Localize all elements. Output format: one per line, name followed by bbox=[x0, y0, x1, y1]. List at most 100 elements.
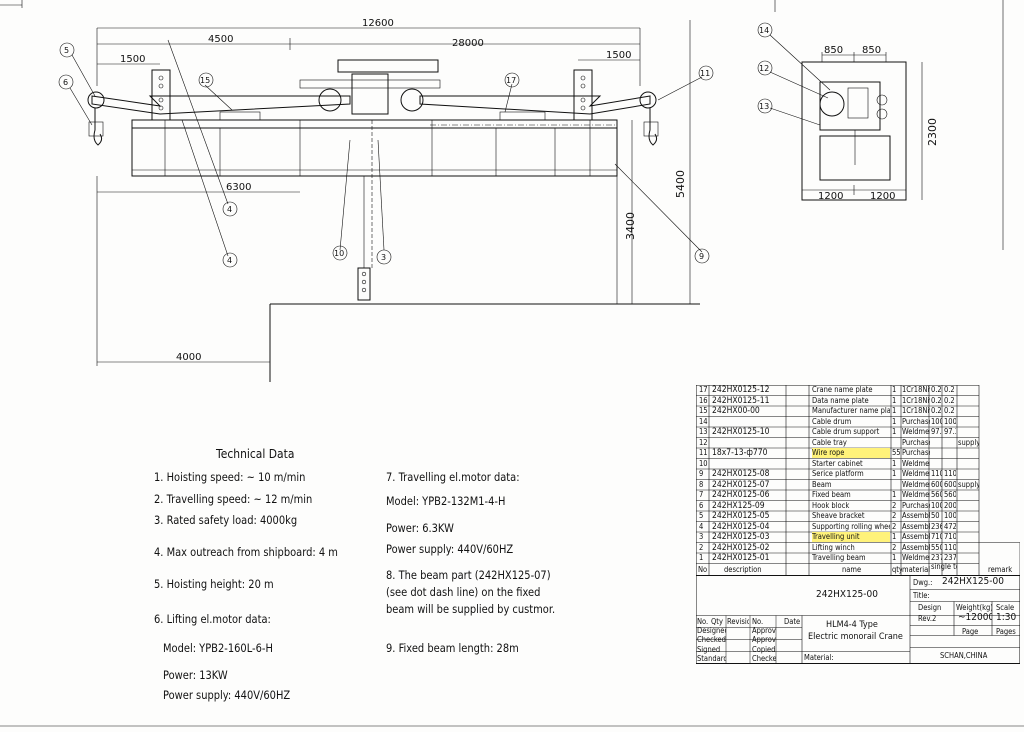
design-label: Design bbox=[918, 602, 942, 612]
balloon-6: 6 bbox=[58, 74, 74, 90]
balloon-3: 3 bbox=[376, 249, 392, 265]
bom-name: Serice platform bbox=[812, 469, 864, 478]
balloon-14: 14 bbox=[757, 22, 773, 38]
dim-850-a: 850 bbox=[824, 45, 843, 56]
dim-850-b: 850 bbox=[862, 45, 881, 56]
bom-code: 242HX0125-11 bbox=[712, 395, 770, 406]
svg-text:11: 11 bbox=[700, 69, 710, 78]
dim-1500-left: 1500 bbox=[120, 54, 145, 65]
rev-header: Revision bbox=[727, 616, 749, 626]
bom-weight-total: 1100 bbox=[944, 469, 956, 478]
dwg-label: Dwg.: bbox=[913, 577, 933, 587]
bom-qty: 2 bbox=[892, 521, 897, 531]
bom-qty: 1 bbox=[892, 469, 897, 478]
dwg-value: 242HX125-00 bbox=[942, 576, 1004, 587]
bom-weight-total: 0.2 bbox=[944, 406, 955, 415]
bom-no: 14 bbox=[699, 416, 708, 426]
bom-name: Lifting winch bbox=[812, 542, 855, 552]
dim-28000: 28000 bbox=[452, 38, 484, 49]
sign-row: Standard bbox=[697, 654, 726, 663]
bom-name: Data name plate bbox=[812, 395, 869, 405]
rev-header: Qty bbox=[711, 616, 723, 626]
bom-code: 242HX0125-03 bbox=[712, 532, 770, 542]
bom-qty: 55M bbox=[892, 448, 901, 457]
bom-no: 10 bbox=[699, 458, 708, 468]
svg-text:10: 10 bbox=[334, 249, 344, 258]
page-label: Page bbox=[962, 626, 979, 636]
tech-item: Power supply: 440V/60HZ bbox=[163, 688, 291, 702]
bom-qty: 2 bbox=[892, 511, 897, 520]
bom-no: 5 bbox=[699, 511, 704, 520]
svg-text:4: 4 bbox=[227, 205, 232, 214]
bom-material: Weldment bbox=[902, 458, 930, 468]
bom-no: 3 bbox=[699, 532, 704, 541]
bom-weight-single: 0.2 bbox=[931, 406, 942, 415]
bom-weight-single: 97.3 bbox=[931, 427, 942, 436]
bom-no: 8 bbox=[699, 479, 704, 489]
bom-material: Assembly bbox=[902, 521, 930, 531]
bom-qty: 1 bbox=[892, 385, 897, 394]
bom-qty: 2 bbox=[892, 542, 897, 552]
approve-row: Approved bbox=[752, 635, 776, 644]
bom-weight-single: 710 bbox=[931, 532, 942, 541]
bom-weight-total: 0.2 bbox=[944, 385, 955, 394]
bom-header-no: No bbox=[698, 564, 708, 574]
bom-material: Weldment bbox=[902, 490, 930, 499]
balloon-10: 10 bbox=[332, 245, 348, 261]
balloon-5: 5 bbox=[59, 42, 75, 58]
rev-header: No. bbox=[752, 616, 764, 626]
dim-6300: 6300 bbox=[226, 182, 251, 193]
bom-material: Weldment bbox=[902, 553, 930, 562]
bom-code: 242HX0125-12 bbox=[712, 385, 770, 395]
bom-header-remark: remark bbox=[988, 564, 1013, 574]
tech-item: 4. Max outreach from shipboard: 4 m bbox=[154, 545, 338, 559]
balloon-11: 11 bbox=[698, 65, 714, 81]
bom-weight-single: 2370 bbox=[931, 553, 942, 562]
tech-item: beam will be supplied by custmor. bbox=[386, 602, 556, 616]
bom-header-material: material bbox=[902, 564, 930, 574]
bom-weight-single: 550 bbox=[931, 542, 942, 552]
bom-name: Cable tray bbox=[812, 437, 847, 447]
bom-qty: 1 bbox=[892, 406, 897, 415]
bom-header-name: name bbox=[842, 564, 862, 574]
dim-1200-a: 1200 bbox=[818, 191, 843, 202]
bom-weight-single: 6002 bbox=[931, 479, 942, 489]
tech-item: 5. Hoisting height: 20 m bbox=[154, 577, 274, 591]
tech-item: 8. The beam part (242HX125-07) bbox=[386, 568, 551, 582]
bom-material: Weldment bbox=[902, 427, 930, 436]
svg-text:4: 4 bbox=[227, 256, 232, 265]
bom-material: Assembly bbox=[902, 542, 930, 552]
bom-weight-total: 5600 bbox=[944, 490, 956, 499]
bom-no: 16 bbox=[699, 395, 708, 405]
bom-no: 4 bbox=[699, 521, 704, 531]
bill-of-materials bbox=[696, 385, 1020, 664]
rev-value: Rev.2 bbox=[918, 613, 937, 623]
svg-text:9: 9 bbox=[699, 252, 704, 261]
bom-code: 242HX0125-07 bbox=[712, 479, 770, 490]
tech-item: 2. Travelling speed: ~ 12 m/min bbox=[154, 492, 313, 506]
svg-text:12: 12 bbox=[759, 64, 769, 73]
balloon-9: 9 bbox=[694, 248, 710, 264]
bom-qty: 2 bbox=[892, 500, 897, 510]
tech-item: Power: 13KW bbox=[163, 668, 228, 682]
rev-header: Date bbox=[784, 616, 801, 626]
title-label: Title: bbox=[913, 590, 930, 600]
bom-material: Assembly bbox=[902, 511, 930, 520]
bom-name: Travelling beam bbox=[812, 553, 866, 562]
bom-no: 12 bbox=[699, 437, 708, 447]
bom-weight-total: 97.3 bbox=[944, 427, 956, 436]
tech-item: 3. Rated safety load: 4000kg bbox=[154, 513, 298, 527]
weight-label: Weight(kg) bbox=[956, 602, 992, 612]
bom-weight-single: 0.2 bbox=[931, 395, 942, 405]
bom-weight-total: 200 bbox=[944, 500, 956, 510]
product-type: HLM4-4 Type bbox=[826, 619, 878, 630]
approve-row: Checked bbox=[752, 654, 776, 663]
bom-no: 6 bbox=[699, 500, 704, 510]
bom-code: 242HX0125-02 bbox=[712, 542, 770, 553]
bom-code: 18x7-13-ф770 bbox=[712, 448, 768, 458]
scale-label: Scale bbox=[996, 602, 1015, 612]
bom-material: Purchased bbox=[902, 437, 930, 447]
bom-weight-total: 1100 bbox=[944, 542, 956, 552]
balloon-12: 12 bbox=[757, 60, 773, 76]
